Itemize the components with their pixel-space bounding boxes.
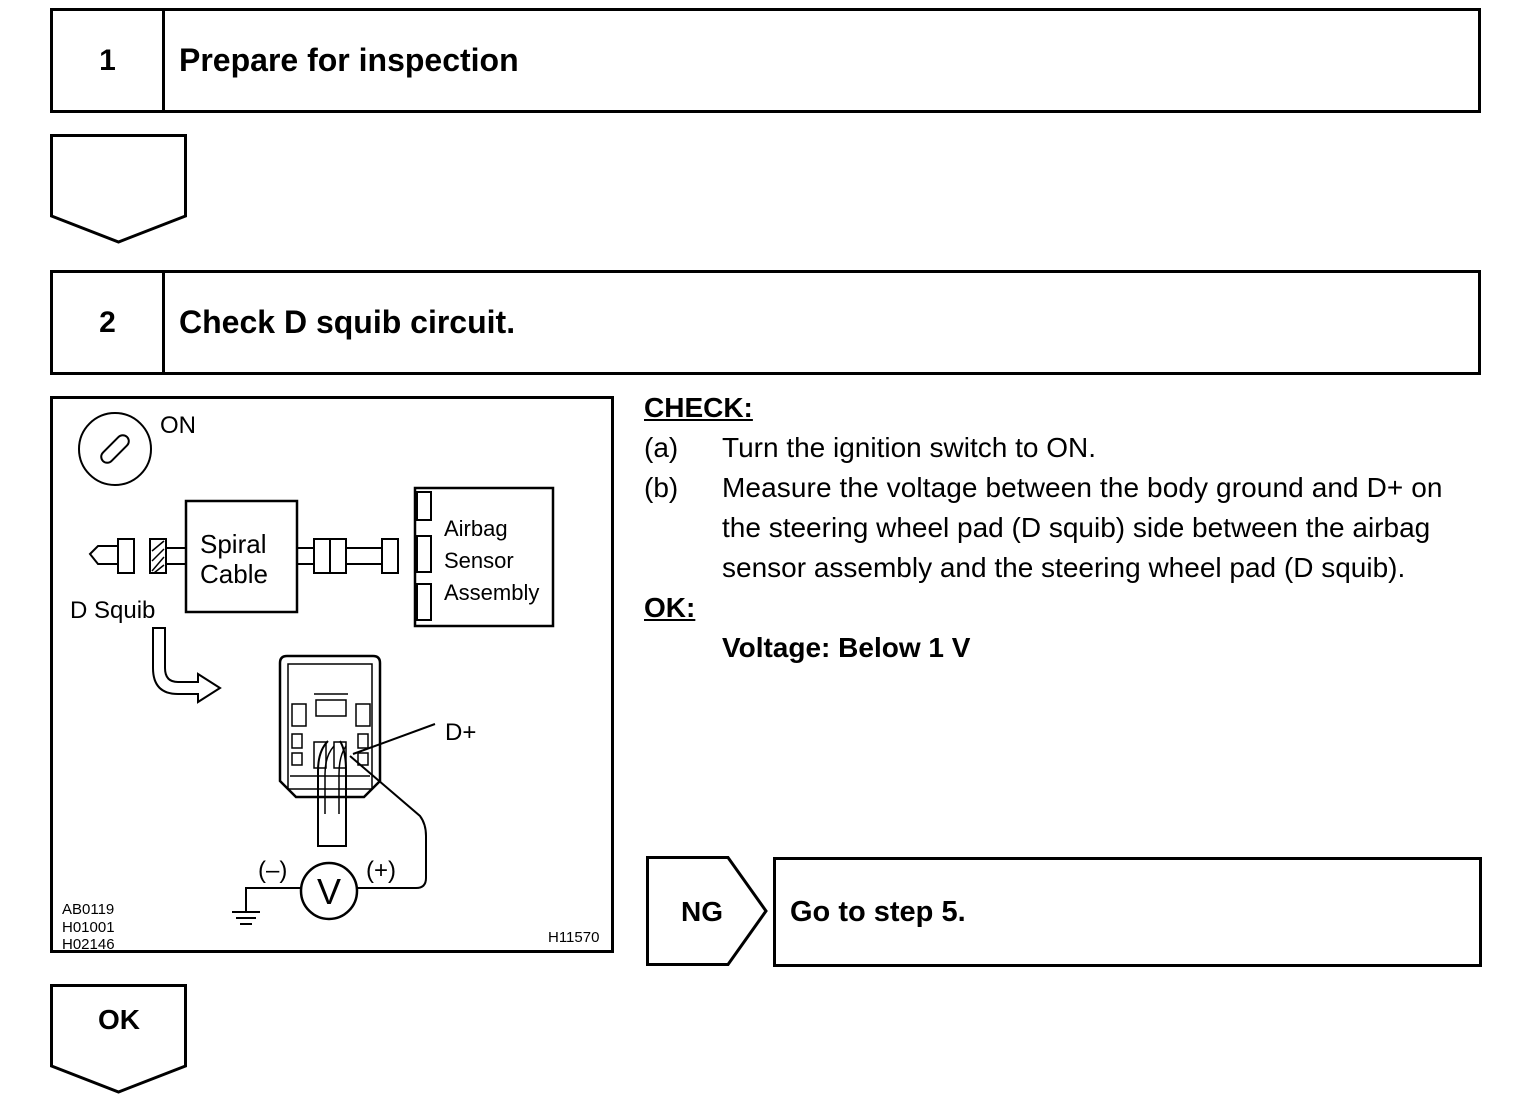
ng-arrow-icon xyxy=(646,856,768,966)
step-title: Prepare for inspection xyxy=(179,42,519,78)
check-item-b-line-2: the steering wheel pad (D squib) side be… xyxy=(722,512,1431,543)
voltmeter-icon: V xyxy=(299,861,359,921)
ng-label: NG xyxy=(681,896,723,927)
step-2-header: 2 Check D squib circuit. xyxy=(50,270,1481,375)
plus-label: (+) xyxy=(366,857,396,884)
ok-spec-value: Voltage: Below 1 V xyxy=(722,632,971,663)
d-squib-connector-icon xyxy=(88,538,186,574)
step-number: 1 xyxy=(53,11,165,110)
d-squib-label: D Squib xyxy=(70,597,155,624)
figure-code-2: H01001 xyxy=(62,919,115,936)
step-title: Check D squib circuit. xyxy=(179,304,516,340)
ignition-on-label: ON xyxy=(160,412,196,439)
spiral-cable-label-1: Spiral xyxy=(200,529,266,559)
ignition-key-icon xyxy=(78,412,152,486)
ground-icon xyxy=(232,911,260,925)
ok-heading: OK: xyxy=(644,592,696,623)
step-1-header: 1 Prepare for inspection xyxy=(50,8,1481,113)
ng-action-text: Go to step 5. xyxy=(790,895,966,928)
spiral-cable-box xyxy=(184,499,299,614)
ng-action-box: Go to step 5. xyxy=(773,857,1482,967)
ok-arrow-label: OK xyxy=(98,1004,140,1035)
connector-icon xyxy=(297,538,399,574)
check-item-b-label: (b) xyxy=(644,472,679,503)
spiral-cable-label-2: Cable xyxy=(200,559,268,589)
ok-arrow-icon xyxy=(50,984,187,1094)
step-number: 2 xyxy=(53,273,165,372)
check-item-b-line-1: Measure the voltage between the body gro… xyxy=(722,472,1443,503)
bent-arrow-icon xyxy=(152,627,222,704)
airbag-sensor-label-1: Airbag xyxy=(444,516,508,541)
figure-code-3: H02146 xyxy=(62,936,115,953)
check-item-a-label: (a) xyxy=(644,432,679,463)
circuit-diagram: ON Spiral Cable Airbag Sensor Assembly D… xyxy=(50,396,614,953)
squib-connector-face xyxy=(278,654,382,847)
figure-code-1: AB0119 xyxy=(62,901,114,918)
airbag-sensor-label-2: Sensor xyxy=(444,548,514,573)
airbag-sensor-box xyxy=(413,486,555,628)
check-item-b-line-3: sensor assembly and the steering wheel p… xyxy=(722,552,1406,583)
figure-code-right: H11570 xyxy=(548,929,599,946)
d-plus-label: D+ xyxy=(445,719,476,746)
d-plus-leader xyxy=(352,723,436,755)
minus-label: (–) xyxy=(258,857,287,884)
check-item-a-text: Turn the ignition switch to ON. xyxy=(722,432,1097,463)
flow-arrow-icon xyxy=(50,134,187,244)
airbag-sensor-label-3: Assembly xyxy=(444,580,539,605)
check-heading: CHECK: xyxy=(644,392,753,423)
svg-text:V: V xyxy=(317,871,341,912)
